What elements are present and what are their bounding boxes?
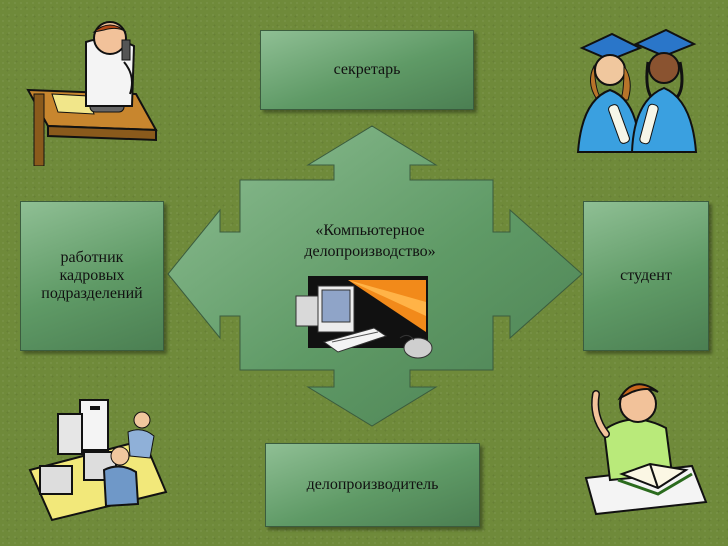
hr-worker-box: работник кадровых подразделений <box>20 201 164 351</box>
center-title-line-1: «Компьютерное <box>315 222 425 239</box>
student-label: студент <box>620 267 672 284</box>
student-reading-icon <box>584 383 708 516</box>
computer-icon <box>295 276 433 359</box>
clerk-box: делопроизводитель <box>265 443 480 527</box>
office-workers-icon <box>28 399 168 522</box>
secretary-label: секретарь <box>333 61 401 78</box>
center-title: «Компьютерное делопроизводство» <box>260 220 480 262</box>
telephone-secretary-icon <box>26 21 158 166</box>
hr-worker-line-2: кадровых <box>59 267 125 284</box>
secretary-box: секретарь <box>260 30 474 110</box>
clerk-label: делопроизводитель <box>306 476 439 493</box>
student-box: студент <box>583 201 709 351</box>
center-title-line-2: делопроизводство» <box>304 243 436 260</box>
graduates-icon <box>576 28 698 153</box>
hr-worker-line-1: работник <box>60 249 124 266</box>
hr-worker-line-3: подразделений <box>41 285 143 302</box>
